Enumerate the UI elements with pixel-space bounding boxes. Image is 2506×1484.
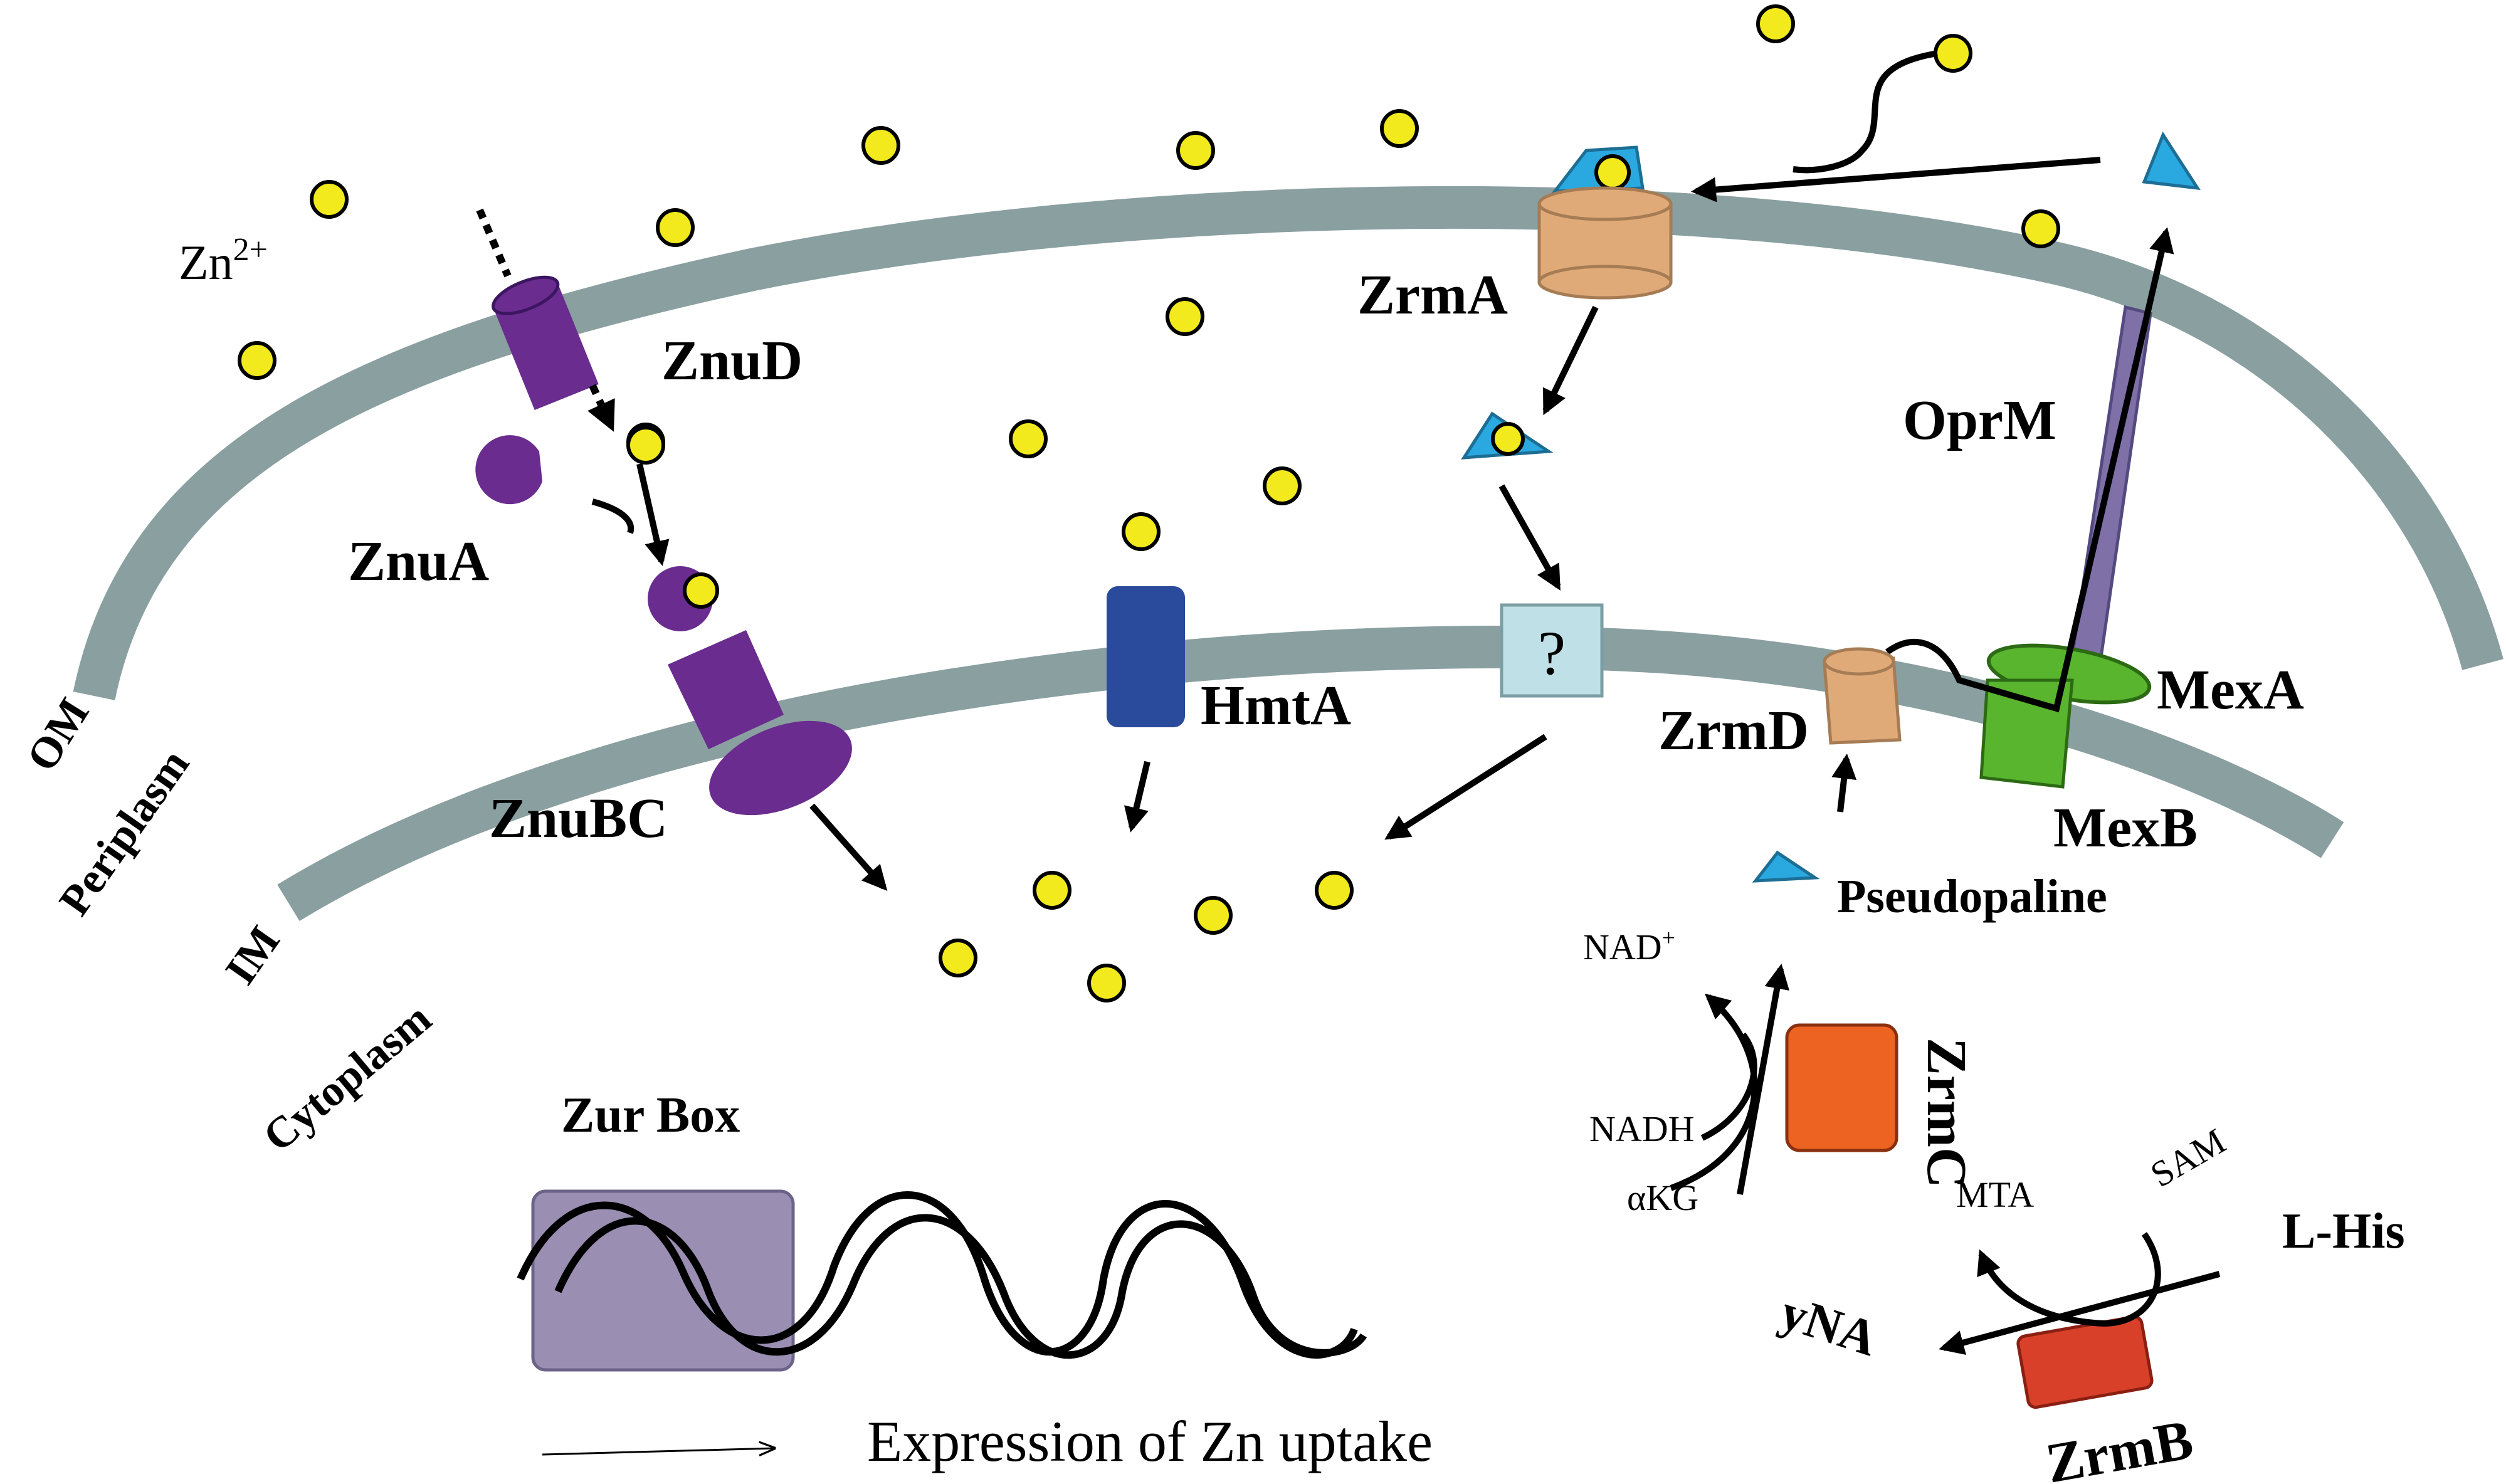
zrmC-cofactor-arrow — [1670, 993, 1758, 1191]
zrmC-label: ZrmC — [1915, 1038, 1977, 1188]
zinc-ion — [861, 126, 900, 165]
zinc-charge: 2+ — [233, 232, 268, 268]
znuBC-transporter — [668, 630, 852, 816]
zinc-ion — [1176, 131, 1215, 170]
l-his-label: L-His — [2282, 1204, 2405, 1259]
dna-double-helix — [517, 1191, 1367, 1359]
periplasm-label: Periplasm — [50, 741, 199, 925]
outer-membrane — [73, 186, 2503, 700]
unknown-transporter — [1500, 603, 1604, 698]
zrmA-transporter — [1537, 145, 1673, 300]
zinc-ion — [1009, 419, 1048, 458]
hmtA-label: HmtA — [1201, 675, 1351, 737]
znuA-label: ZnuA — [348, 530, 489, 592]
zinc-ion — [1194, 896, 1233, 935]
zrmA-arrow — [1542, 305, 1599, 416]
im-label: IM — [216, 918, 290, 994]
akg-label: αKG — [1627, 1177, 1698, 1218]
zrmC-enzyme — [1785, 1023, 1898, 1152]
pseudopaline-zinc-complex — [1461, 411, 1554, 460]
uptake-arrow — [1691, 157, 2101, 203]
zrmC-nadh-arrow — [1700, 1032, 1757, 1141]
binding-curve — [1793, 50, 1938, 174]
zinc-ion — [1033, 871, 1071, 910]
znuBC-arrow — [809, 803, 888, 891]
zinc-ions — [238, 4, 2060, 1002]
mexB-label: MexB — [2053, 797, 2198, 859]
zinc-ion — [1122, 512, 1161, 551]
hmtA-arrow — [1124, 760, 1150, 833]
zinc-ion — [1934, 34, 1972, 73]
nadh-label: NADH — [1589, 1108, 1695, 1149]
znuA-zinc-complex — [648, 566, 719, 631]
periplasm-arrow — [1498, 484, 1561, 591]
zrmD-arrow — [1831, 754, 1857, 813]
znuD-label: ZnuD — [661, 330, 803, 392]
zrmC-main-arrow — [1737, 964, 1789, 1195]
zur-box-label: Zur Box — [561, 1088, 740, 1143]
export-arrow — [1885, 227, 2174, 713]
zinc-ion — [1756, 4, 1795, 43]
hmtA-transporter — [1107, 586, 1185, 727]
sam-label: SAM — [2144, 1120, 2232, 1195]
zrmB-enzyme — [2016, 1315, 2154, 1409]
om-label: OM — [18, 690, 98, 779]
legend-arrow — [542, 1448, 774, 1455]
unknown-transporter-label: ? — [1538, 618, 1566, 688]
mta-label: MTA — [1956, 1174, 2034, 1215]
zrmB-main-arrow — [1939, 1271, 2221, 1355]
znuD-transporter — [476, 208, 615, 432]
zinc-ion — [1380, 109, 1419, 148]
zrmD-transporter — [1823, 647, 1902, 745]
inner-membrane — [277, 626, 2344, 922]
oprM-label: OprM — [1903, 389, 2056, 451]
mexA-label: MexA — [2157, 659, 2304, 721]
legend-text: Expression of Zn uptake — [867, 1409, 1433, 1473]
nad-plus-sup: + — [1662, 925, 1675, 951]
zrmB-cofactor-arrow — [1977, 1232, 2161, 1327]
pseudopaline-outside — [2142, 131, 2201, 191]
zrmB-label: ZrmB — [2041, 1408, 2198, 1484]
zrmA-label: ZrmA — [1357, 264, 1508, 326]
zinc-ion — [310, 180, 349, 219]
znuA-binding-arrow — [591, 498, 634, 534]
znuBC-label: ZnuBC — [489, 787, 668, 850]
zinc-ion — [238, 341, 276, 380]
zrmD-label: ZrmD — [1658, 700, 1809, 762]
zinc-ion — [1087, 964, 1126, 1002]
zinc-ion — [1166, 297, 1204, 336]
zinc-ion-label: Zn2+ — [179, 232, 268, 290]
zinc-ion — [656, 208, 695, 247]
zinc-ion — [626, 426, 665, 465]
pseudopaline-label: Pseudopaline — [1837, 870, 2107, 923]
zinc-ion — [1263, 466, 1302, 505]
zinc-ion — [939, 939, 977, 977]
unknown-arrow — [1384, 734, 1547, 840]
nad-plus-label: NAD+ — [1583, 925, 1675, 967]
znuA-protein — [475, 435, 542, 505]
pseudopaline-cytoplasm — [1752, 850, 1820, 883]
zinc-ion — [1315, 871, 1354, 910]
zinc-ion — [2021, 209, 2060, 248]
cytoplasm-label: Cytoplasm — [255, 994, 441, 1161]
yna-label: yNA — [1774, 1284, 1883, 1367]
